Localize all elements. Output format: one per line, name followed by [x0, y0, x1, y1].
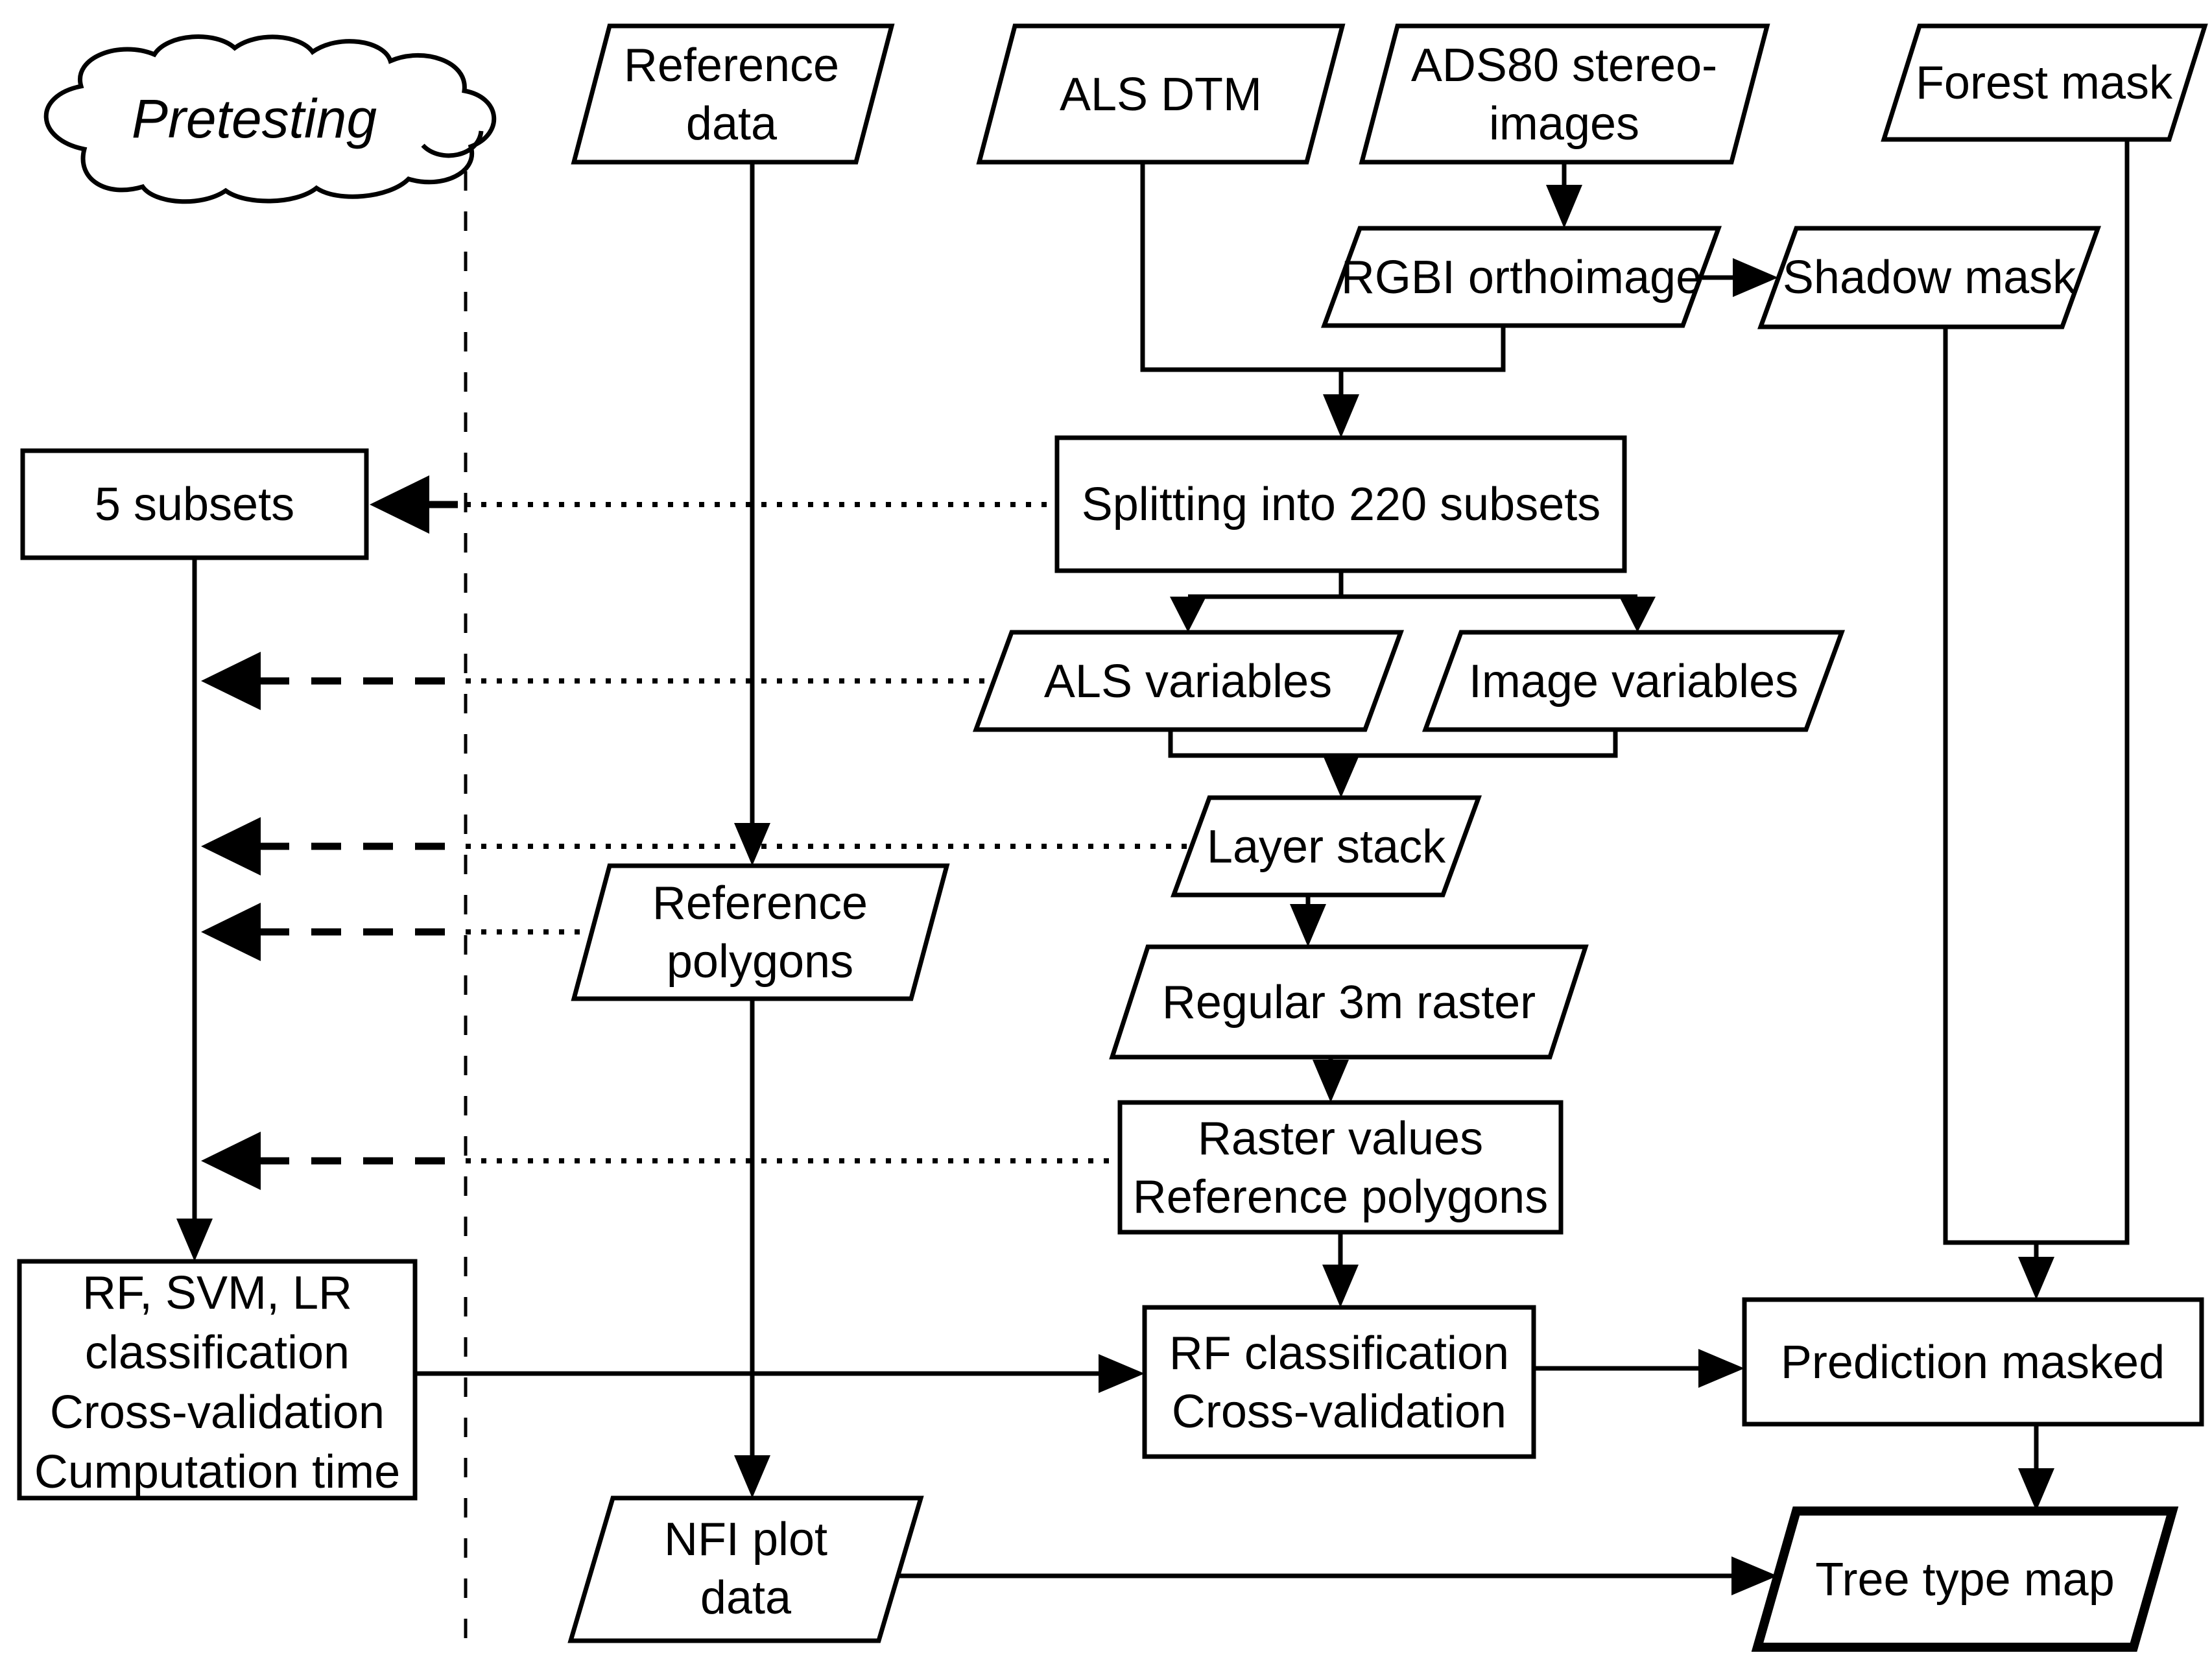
splitting-label: Splitting into 220 subsets: [1082, 479, 1601, 530]
als-dtm-label: ALS DTM: [1060, 69, 1262, 121]
node-tree-type-map: Tree type map: [1751, 1506, 2179, 1652]
reference-data-label-line1: Reference: [624, 40, 839, 91]
rgbi-label: RGBI orthoimage: [1341, 252, 1702, 304]
node-five-subsets: 5 subsets: [20, 448, 369, 560]
node-rf-svm-lr-classification: RF, SVM, LR classification Cross-validat…: [17, 1259, 418, 1501]
prediction-masked-label: Prediction masked: [1781, 1337, 2165, 1388]
ads80-label-line2: images: [1489, 98, 1639, 150]
connector-reference-data-to-reference-polygons: [734, 162, 770, 866]
node-nfi-plot-data: NFI plot data: [567, 1495, 924, 1643]
pretesting-cloud: Pretesting: [43, 34, 497, 204]
connector-als-variables-to-pretesting: [201, 652, 993, 710]
connector-splitting-to-variables: [1170, 571, 1656, 632]
rf-svm-label-line2: classification: [85, 1327, 350, 1379]
node-als-variables: ALS variables: [972, 630, 1405, 732]
pretesting-label: Pretesting: [132, 88, 377, 149]
raster-values-label-line1: Raster values: [1198, 1113, 1483, 1165]
connector-variables-to-layer-stack: [1168, 730, 1618, 798]
connector-five-subsets-to-rf-svm: [176, 558, 213, 1261]
connector-raster-values-to-rf-classification: [1322, 1232, 1359, 1307]
regular-raster-label: Regular 3m raster: [1162, 977, 1536, 1029]
als-variables-label: ALS variables: [1044, 656, 1332, 708]
connector-regular-raster-to-raster-values: [1313, 1057, 1349, 1102]
connector-raster-values-to-pretesting: [201, 1132, 1120, 1190]
rf-svm-label-line4: Cumputation time: [34, 1446, 400, 1498]
node-shadow-mask: Shadow mask: [1757, 226, 2101, 329]
node-als-dtm: ALS DTM: [976, 23, 1346, 165]
node-raster-values: Raster values Reference polygons: [1117, 1100, 1564, 1235]
connector-layer-stack-to-regular-raster: [1290, 895, 1326, 947]
connector-ads80-to-rgbi: [1546, 162, 1582, 228]
raster-values-label-line2: Reference polygons: [1133, 1171, 1548, 1223]
tree-type-map-label: Tree type map: [1815, 1554, 2115, 1606]
node-image-variables: Image variables: [1421, 630, 1846, 732]
cloud-curl: [421, 130, 484, 158]
connector-nfi-to-tree-map: [898, 1556, 1778, 1595]
five-subsets-label: 5 subsets: [95, 479, 294, 530]
reference-polygons-label-line2: polygons: [667, 936, 853, 988]
rf-svm-label-line3: Cross-validation: [50, 1387, 385, 1438]
node-rf-classification: RF classification Cross-validation: [1142, 1305, 1536, 1459]
connector-reference-polygons-to-pretesting: [201, 903, 592, 961]
connector-masks-to-prediction: [1943, 139, 2130, 1300]
connector-rf-classification-to-prediction: [1534, 1349, 1744, 1388]
connector-rgbi-to-shadow-mask: [1702, 258, 1778, 297]
nfi-label-line2: data: [700, 1572, 792, 1624]
nfi-label-line1: NFI plot: [664, 1514, 827, 1566]
rf-classification-label-line1: RF classification: [1169, 1328, 1509, 1379]
connector-layer-stack-to-pretesting: [201, 817, 1192, 875]
node-rgbi-orthoimage: RGBI orthoimage: [1320, 226, 1722, 328]
node-ads80-stereo-images: ADS80 stereo- images: [1359, 23, 1770, 165]
node-reference-polygons: Reference polygons: [571, 863, 950, 1001]
connector-alsdtm-rgbi-to-splitting: [1140, 162, 1506, 438]
node-layer-stack: Layer stack: [1170, 795, 1482, 898]
shadow-mask-label: Shadow mask: [1783, 252, 2076, 304]
connector-reference-polygons-to-nfi: [734, 999, 770, 1498]
connector-splitting-to-five-subsets: [370, 475, 1057, 534]
image-variables-label: Image variables: [1469, 656, 1798, 708]
node-regular-3m-raster: Regular 3m raster: [1109, 944, 1589, 1060]
forest-mask-label: Forest mask: [1916, 57, 2173, 109]
rf-classification-label-line2: Cross-validation: [1172, 1386, 1506, 1438]
node-forest-mask: Forest mask: [1881, 23, 2208, 142]
connector-rf-svm-to-rf-classification: [415, 1354, 1145, 1393]
rf-svm-label-line1: RF, SVM, LR: [82, 1267, 352, 1319]
reference-polygons-label-line1: Reference: [652, 877, 868, 929]
reference-data-label-line2: data: [686, 98, 778, 150]
layer-stack-label: Layer stack: [1207, 821, 1446, 873]
node-prediction-masked: Prediction masked: [1742, 1297, 2204, 1427]
node-reference-data: Reference data: [571, 23, 895, 165]
ads80-label-line1: ADS80 stereo-: [1411, 40, 1717, 91]
node-splitting-subsets: Splitting into 220 subsets: [1054, 435, 1627, 573]
connector-prediction-to-tree-map: [2018, 1424, 2054, 1511]
